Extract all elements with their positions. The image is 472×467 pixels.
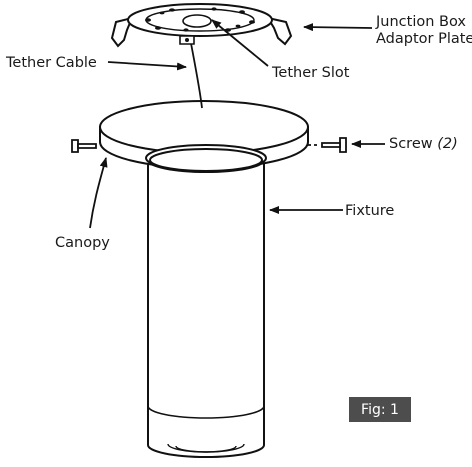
fixture-cylinder	[147, 147, 265, 458]
junction-box-label: Junction Box Adaptor Plate	[376, 14, 472, 48]
fixture-label: Fixture	[345, 203, 395, 219]
tether-slot-arrow	[211, 19, 269, 67]
junction-box-label-line2: Adaptor Plate	[376, 31, 472, 47]
tether-cable-line	[189, 37, 203, 109]
figure-tag-badge: Fig: 1	[349, 397, 411, 422]
tether-cable-label: Tether Cable	[6, 55, 97, 71]
canopy-label: Canopy	[55, 235, 110, 251]
tether-cable-arrow	[107, 61, 187, 71]
canopy-arrow	[89, 157, 108, 229]
fixture-top-rim	[149, 148, 263, 172]
tether-slot-label: Tether Slot	[272, 65, 350, 81]
screw-label: Screw (2)	[389, 137, 458, 152]
screw-quantity: (2)	[437, 136, 458, 152]
screw-label-text: Screw	[389, 136, 433, 152]
junction-box-arrow	[303, 23, 373, 32]
right-screw	[321, 137, 347, 153]
adaptor-plate	[110, 3, 293, 48]
left-screw	[71, 139, 97, 153]
junction-box-label-line1: Junction Box	[376, 14, 466, 30]
